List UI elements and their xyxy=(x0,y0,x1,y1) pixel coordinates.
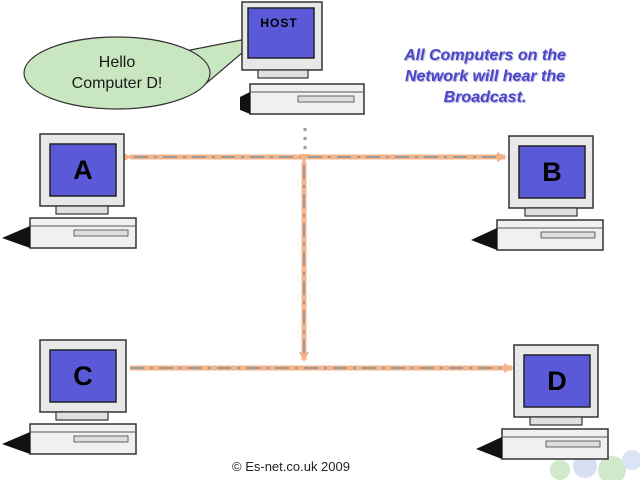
computer-icon xyxy=(471,135,604,251)
caption-line-2: Network will hear the xyxy=(404,68,566,85)
computer-icon xyxy=(240,1,365,115)
caption-line-1: All Computers on the xyxy=(404,47,566,64)
caption-line-3: Broadcast. xyxy=(443,89,527,106)
computer-d: D xyxy=(472,343,612,463)
speech-line-2: Computer D! xyxy=(71,75,163,92)
broadcast-caption: All Computers on the Network will hear t… xyxy=(380,45,590,108)
speech-line-1: Hello xyxy=(98,54,136,71)
computer-d-label: D xyxy=(547,365,567,396)
host-label: HOST xyxy=(260,16,298,30)
computer-a-label: A xyxy=(73,154,93,185)
computer-c: C xyxy=(0,338,140,458)
computer-icon xyxy=(2,339,137,455)
computer-icon xyxy=(2,133,137,249)
computer-b-label: B xyxy=(542,156,562,187)
speech-bubble-text: Hello Computer D! xyxy=(52,52,182,94)
computer-b: B xyxy=(467,134,607,254)
decorative-bubbles xyxy=(550,441,640,480)
copyright-footer: © Es-net.co.uk 2009 xyxy=(232,459,350,474)
computer-icon xyxy=(476,344,609,460)
computer-a: A xyxy=(0,132,140,252)
computer-c-label: C xyxy=(73,360,93,391)
host-computer: HOST xyxy=(240,0,380,120)
